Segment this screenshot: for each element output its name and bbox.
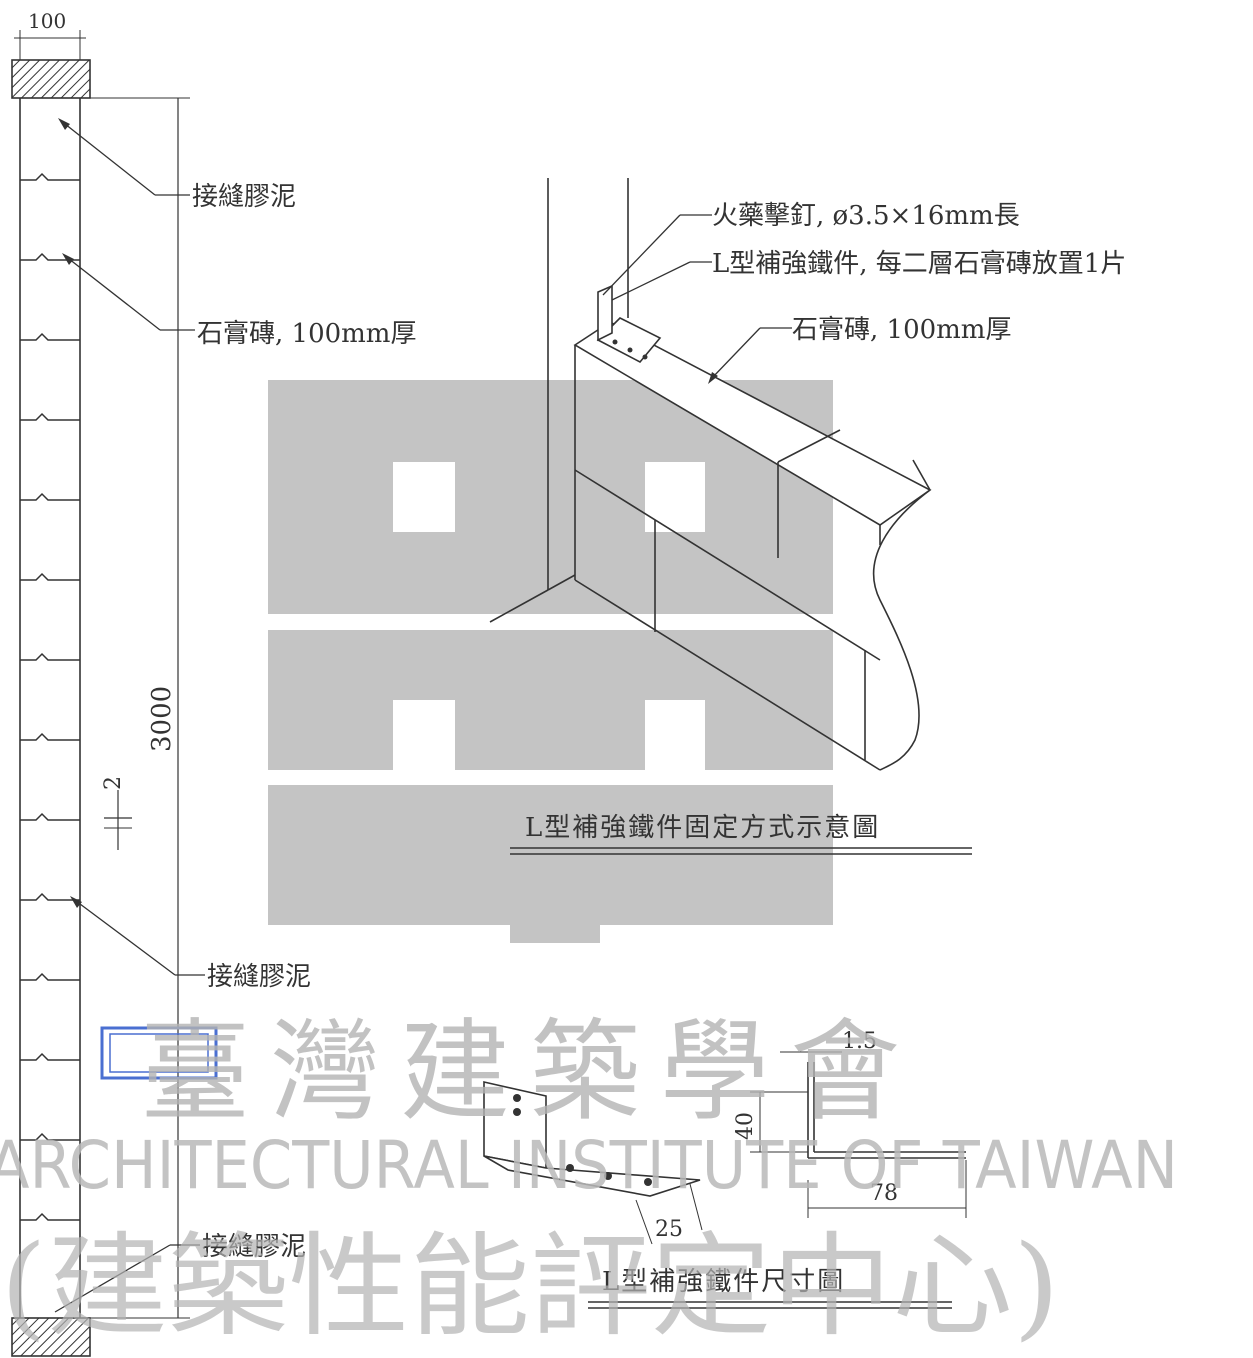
joint-notch (20, 892, 80, 901)
isometric-detail (489, 178, 932, 771)
joint-notch (20, 1132, 80, 1141)
dim-bracket-length: 78 (870, 1181, 898, 1206)
joint-notch (20, 732, 80, 741)
label-powder-nail: 火藥擊釘, ø3.5×16mm長 (712, 201, 1020, 231)
joint-notch (20, 332, 80, 341)
bracket-dimension-drawing (483, 1051, 967, 1245)
left-leaders (54, 119, 205, 1313)
left-leader-arrows (58, 118, 82, 908)
joint-notch (20, 1052, 80, 1061)
title-bracket-dimensions: L型補強鐵件尺寸圖 (602, 1267, 845, 1297)
dim-wall-height: 3000 (147, 686, 177, 752)
wall-elevation (11, 30, 190, 1357)
label-joint-mortar-mid: 接縫膠泥 (207, 962, 311, 992)
watermark-subtitle: (建築性能評定中心) (0, 1222, 1060, 1352)
label-gypsum-block-left: 石膏磚, 100mm厚 (197, 319, 416, 349)
label-gypsum-block-iso: 石膏磚, 100mm厚 (792, 315, 1011, 345)
joint-notch (20, 492, 80, 501)
label-l-bracket-note: L型補強鐵件, 每二層石膏磚放置1片 (712, 249, 1126, 279)
dim-joint-gap: 2 (101, 776, 126, 790)
joint-notch (20, 572, 80, 581)
watermark-chinese-name: 臺灣建築學會 (140, 1008, 920, 1136)
joint-notch (20, 972, 80, 981)
joint-notch (20, 812, 80, 821)
joint-notch (20, 412, 80, 421)
joint-notch (20, 652, 80, 661)
dim-bracket-width: 25 (655, 1217, 683, 1242)
bracket-holes (612, 339, 648, 360)
approval-stamp (100, 1026, 218, 1080)
iso-leaders (602, 214, 792, 379)
watermark-emblem (268, 380, 833, 943)
bracket-holes-2 (513, 1094, 652, 1186)
joint-notches (20, 172, 80, 1221)
joint-notch (20, 1212, 80, 1221)
label-joint-mortar-top: 接縫膠泥 (192, 182, 296, 212)
top-slab-hatch (11, 59, 91, 99)
dim-bracket-height: 40 (733, 1112, 758, 1140)
joint-notch (20, 252, 80, 261)
iso-leader-arrow (708, 372, 718, 384)
bottom-slab-hatch (11, 1317, 91, 1357)
dim-wall-thickness: 100 (28, 9, 66, 33)
label-joint-mortar-bottom: 接縫膠泥 (202, 1232, 306, 1262)
watermark-english-name: ARCHITECTURAL INSTITUTE OF TAIWAN (0, 1127, 1178, 1204)
dim-bracket-thickness: 1.5 (842, 1029, 877, 1054)
title-fixing-method: L型補強鐵件固定方式示意圖 (525, 813, 880, 843)
joint-notch (20, 172, 80, 181)
